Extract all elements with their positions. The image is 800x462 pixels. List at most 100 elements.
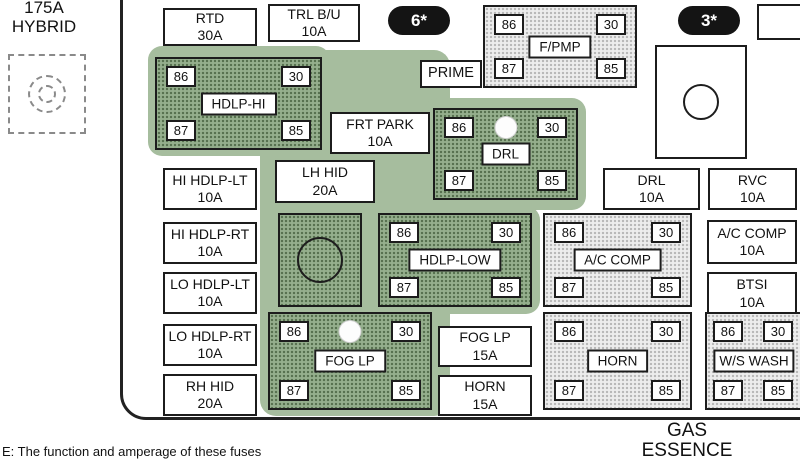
footnote-text: E: The function and amperage of these fu…: [2, 444, 262, 459]
fuse-hi-hdlp-lt: HI HDLP-LT 10A: [163, 168, 257, 210]
relay-terminal-circle: [338, 320, 362, 343]
pin-30: 30: [651, 222, 681, 243]
relay-terminal-circle: [494, 116, 517, 139]
fuse-amperage: 10A: [367, 133, 393, 149]
fuse-btsi: BTSI 10A: [707, 272, 797, 315]
fuse-horn: HORN 15A: [438, 375, 532, 416]
mounting-hole-inner-circle: [38, 85, 56, 103]
pin-86: 86: [713, 321, 743, 342]
relay-hdlp-hi: 86 30 HDLP-HI 87 85: [155, 57, 322, 150]
relay-label: HORN: [586, 349, 649, 373]
pin-85: 85: [391, 380, 421, 401]
pin-30: 30: [596, 14, 626, 35]
fuse-fog-lp: FOG LP 15A: [438, 326, 532, 367]
relay-horn: 86 30 HORN 87 85: [543, 312, 692, 410]
fuse-label: TRL B/U: [287, 5, 341, 22]
pin-87: 87: [444, 170, 474, 191]
prime-label-box: PRIME: [420, 60, 482, 88]
fuse-trl-bu: TRL B/U 10A: [268, 4, 360, 42]
pin-85: 85: [651, 277, 681, 298]
fuse-amperage: 20A: [197, 395, 223, 411]
pin-30: 30: [491, 222, 521, 243]
fuse-amperage: 30A: [197, 27, 223, 43]
relay-label: F/PMP: [528, 35, 592, 58]
fuse-label: LO HDLP-RT: [168, 327, 252, 344]
pin-86: 86: [494, 14, 524, 35]
pin-85: 85: [651, 380, 681, 401]
fuse-rtd: RTD 30A: [163, 8, 257, 46]
pin-30: 30: [651, 321, 681, 342]
pin-86: 86: [166, 66, 196, 87]
pin-87: 87: [554, 380, 584, 401]
fuse-box-outline: [120, 0, 800, 420]
fuse-amperage: 15A: [472, 395, 498, 412]
pin-85: 85: [491, 277, 521, 298]
relay-socket-highlighted: [278, 213, 362, 307]
fuse-amperage: 10A: [197, 293, 223, 309]
relay-label: DRL: [480, 142, 531, 166]
pin-86: 86: [444, 117, 474, 138]
fuse-label: RVC: [737, 171, 768, 188]
relay-drl: 86 30 DRL 87 85: [433, 108, 578, 200]
fuse-drl: DRL 10A: [603, 168, 700, 210]
relay-socket-box: [655, 45, 747, 159]
relay-label: A/C COMP: [573, 248, 662, 272]
socket-circle: [683, 84, 719, 120]
pin-86: 86: [389, 222, 419, 243]
fuse-label: A/C COMP: [717, 224, 787, 241]
gas-essence-label: GAS ESSENCE: [628, 421, 746, 461]
fuse-rvc: RVC 10A: [708, 168, 797, 210]
relay-f-pmp: 86 30 F/PMP 87 85: [483, 5, 637, 88]
fuse-label: HI HDLP-RT: [170, 225, 250, 242]
relay-hdlp-low: 86 30 HDLP-LOW 87 85: [378, 213, 532, 307]
relay-label: HDLP-LOW: [408, 248, 502, 272]
fuse-lh-hid: LH HID 20A: [275, 160, 375, 203]
fuse-label: FOG LP: [459, 329, 511, 346]
fuse-amperage: 10A: [197, 243, 223, 259]
pin-87: 87: [166, 120, 196, 141]
fuse-lo-hdlp-lt: LO HDLP-LT 10A: [163, 272, 257, 314]
corner-label-amperage: 175A: [24, 0, 64, 17]
pin-87: 87: [279, 380, 309, 401]
callout-badge-6: 6*: [388, 6, 450, 35]
relay-label: HDLP-HI: [200, 92, 277, 115]
fuse-ac-comp: A/C COMP 10A: [707, 220, 797, 264]
pin-85: 85: [281, 120, 311, 141]
relay-label: FOG LP: [314, 349, 386, 373]
relay-ws-wash: 86 30 W/S WASH 87 85: [705, 312, 800, 410]
corner-label-175a-hybrid: 175A HYBRID: [2, 0, 86, 36]
fuse-amperage: 10A: [739, 242, 765, 258]
pin-87: 87: [494, 58, 524, 79]
fuse-label: LH HID: [302, 164, 348, 181]
fuse-amperage: 10A: [197, 189, 223, 205]
essence-label: ESSENCE: [641, 440, 733, 461]
gas-label: GAS: [666, 420, 708, 441]
fuse-label: LO HDLP-LT: [170, 275, 250, 292]
fuse-label: BTSI: [736, 276, 768, 293]
relay-label: W/S WASH: [713, 349, 795, 373]
pin-85: 85: [537, 170, 567, 191]
mounting-hole-outer-circle: [28, 75, 66, 113]
fuse-label: FRT PARK: [346, 115, 414, 132]
pin-85: 85: [763, 380, 793, 401]
pin-87: 87: [713, 380, 743, 401]
pin-86: 86: [554, 222, 584, 243]
mounting-symbol-box: [8, 54, 86, 134]
fuse-label: RTD: [195, 9, 225, 26]
fuse-label: DRL: [637, 171, 666, 188]
fuse-amperage: 10A: [639, 189, 664, 205]
fuse-amperage: 10A: [197, 345, 223, 361]
fuse-amperage: 20A: [312, 181, 338, 198]
fuse-label: RH HID: [185, 377, 235, 394]
fuse-label: HORN: [464, 378, 506, 395]
fuse-label: HI HDLP-LT: [172, 171, 248, 188]
pin-87: 87: [389, 277, 419, 298]
pin-30: 30: [763, 321, 793, 342]
fuse-rh-hid: RH HID 20A: [163, 374, 257, 416]
corner-label-name: HYBRID: [11, 17, 77, 36]
fuse-lo-hdlp-rt: LO HDLP-RT 10A: [163, 324, 257, 366]
pin-30: 30: [391, 321, 421, 342]
callout-badge-3: 3*: [678, 6, 740, 35]
fuse-amperage: 10A: [739, 293, 765, 310]
fuse-frt-park: FRT PARK 10A: [330, 112, 430, 154]
